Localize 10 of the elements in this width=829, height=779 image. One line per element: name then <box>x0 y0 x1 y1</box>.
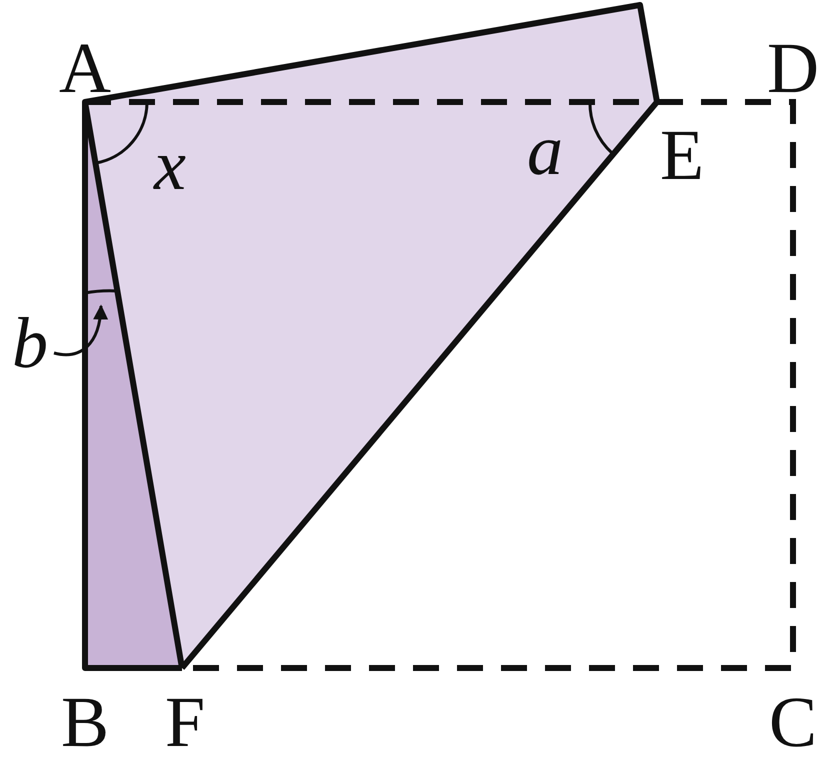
point-label: C <box>768 686 818 758</box>
point-label: D <box>767 32 819 104</box>
angle-label: x <box>154 129 186 201</box>
leader-line <box>54 304 108 356</box>
point-label: B <box>60 686 110 758</box>
point-label: F <box>164 686 206 758</box>
point-label: A <box>59 32 111 104</box>
point-label: E <box>660 119 704 191</box>
angle-label: a <box>527 114 563 186</box>
angle-label: b <box>12 307 48 379</box>
